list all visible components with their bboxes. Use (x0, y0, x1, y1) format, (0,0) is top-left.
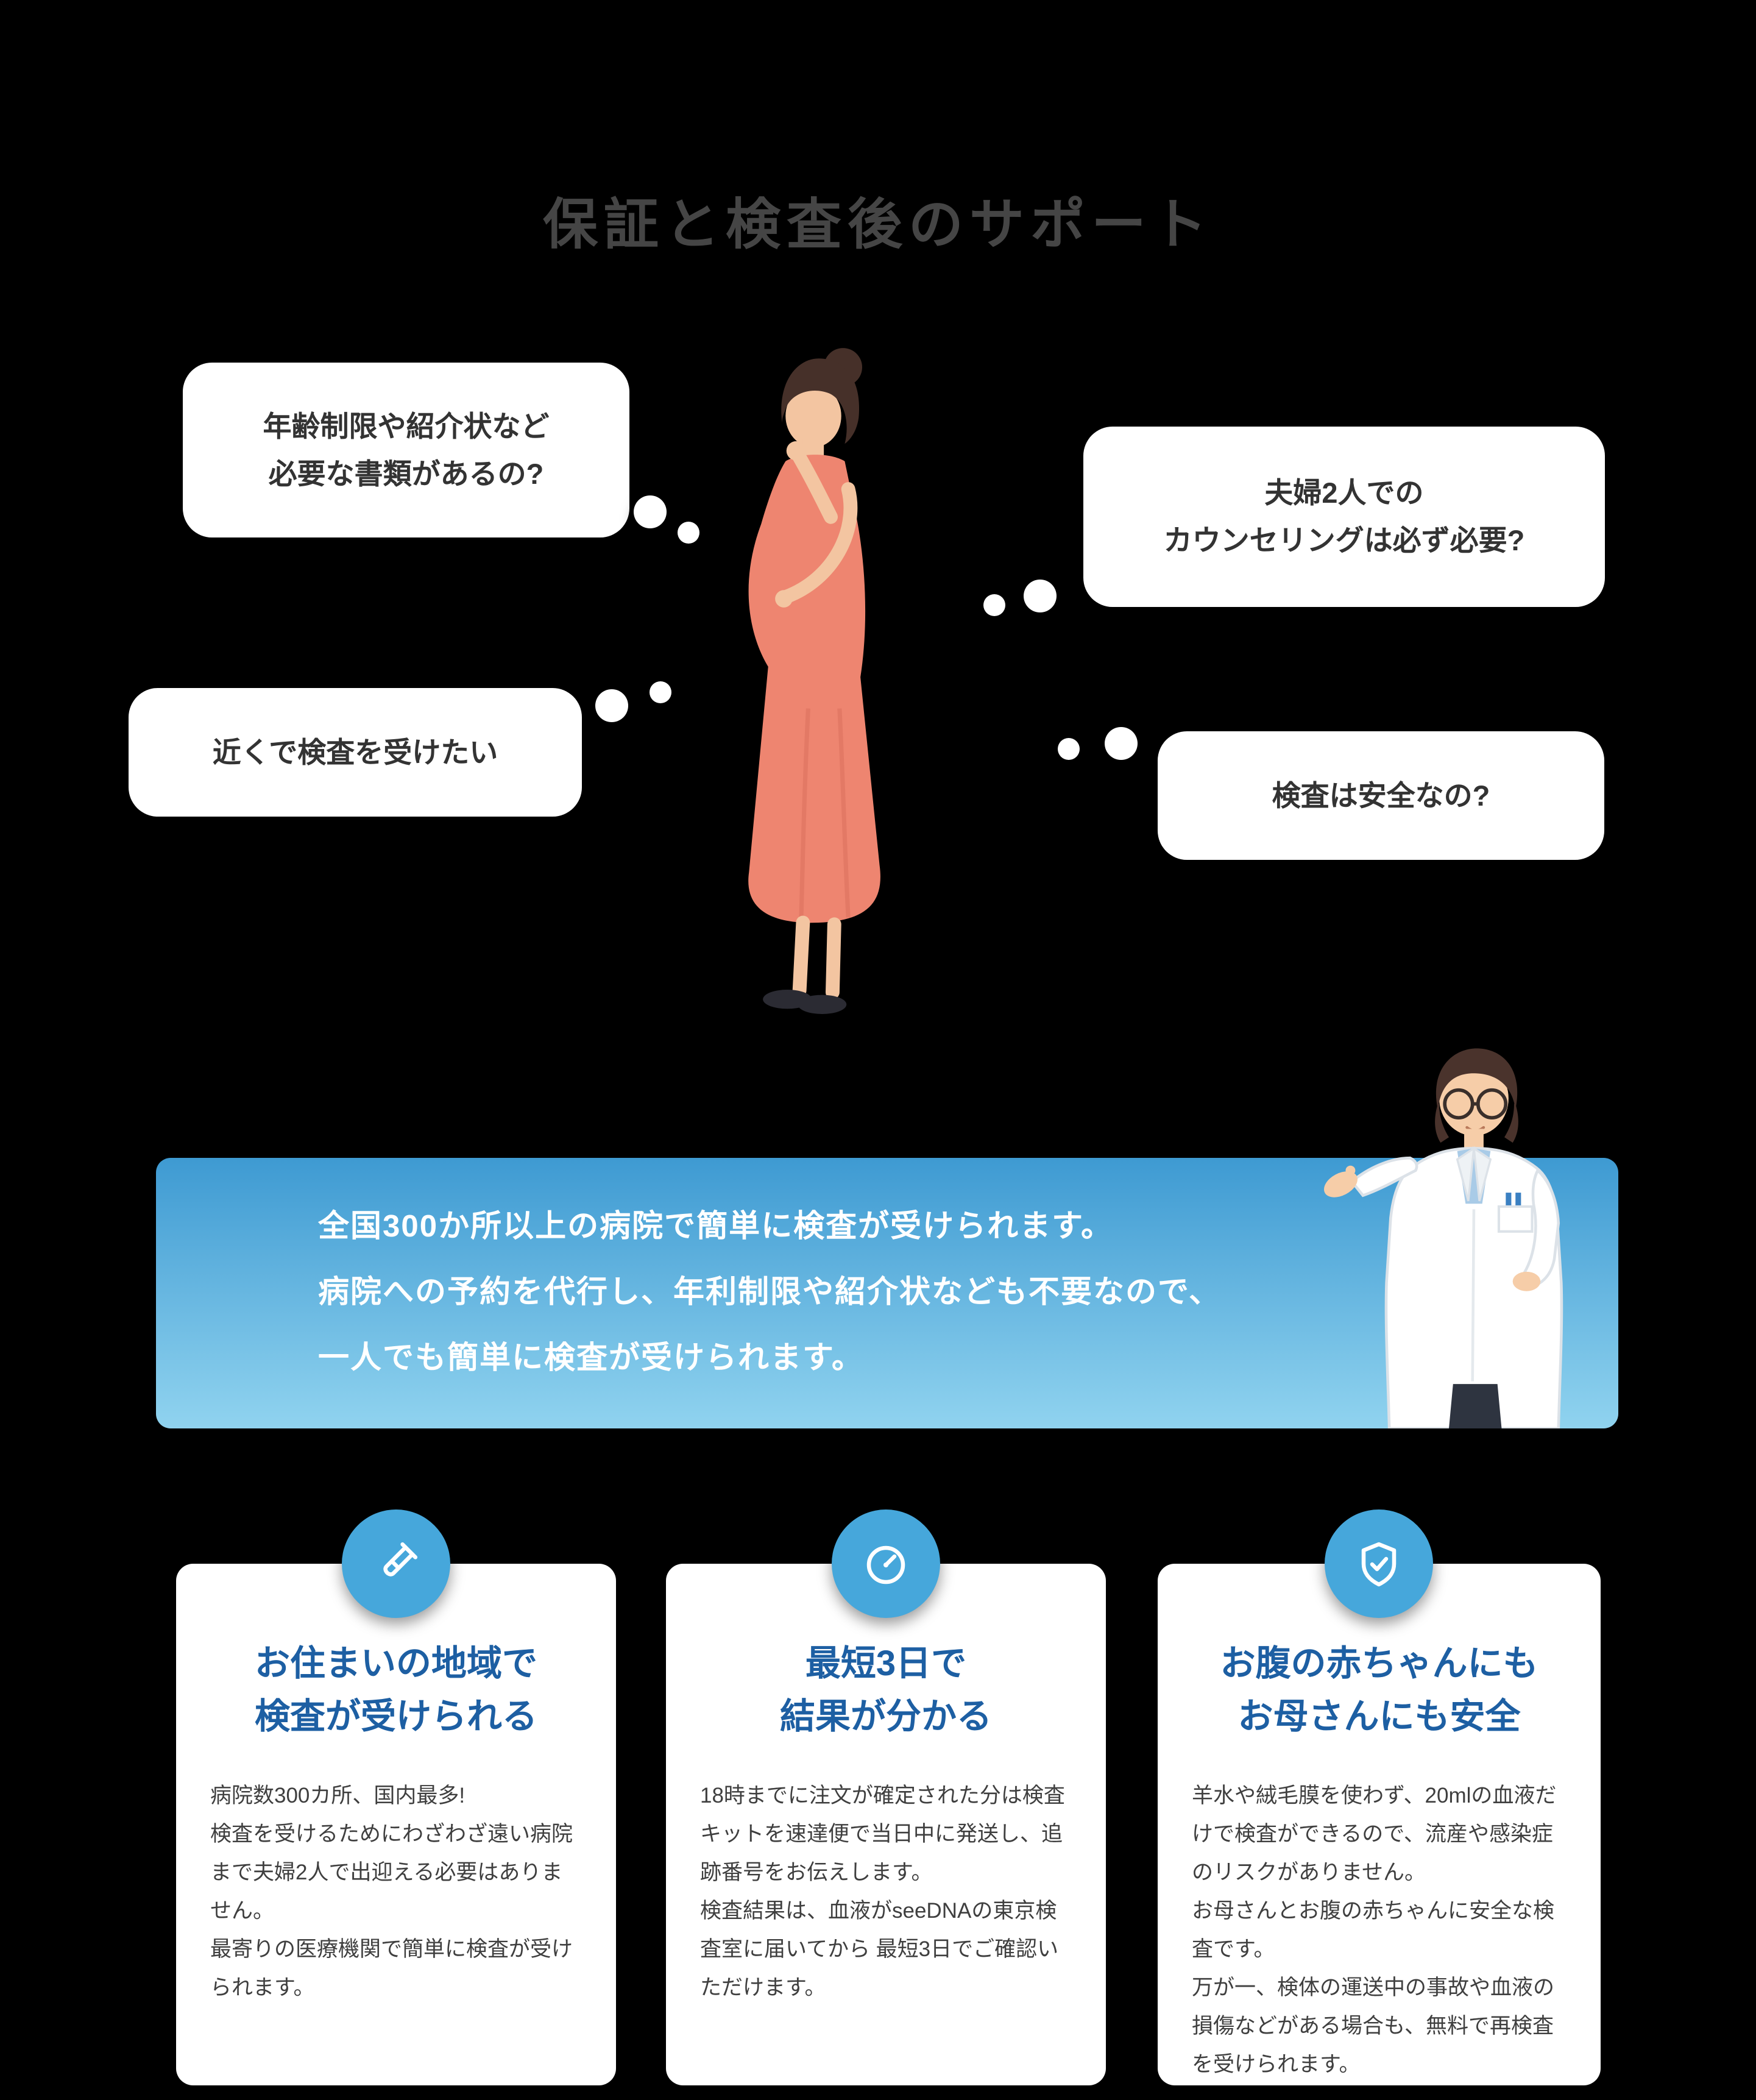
feature-card-title: お腹の赤ちゃんにも お母さんにも安全 (1220, 1644, 1538, 1736)
thought-bubble-counseling-text: 夫婦2人での カウンセリングは必ず必要? (1163, 477, 1525, 556)
feature-card-title: お住まいの地域で 検査が受けられる (254, 1644, 537, 1736)
info-box-line: 病院への予約を代行し、年利制限や紹介状なども不要なので、 (318, 1274, 1221, 1310)
thought-bubble-safety-text: 検査は安全なの? (1272, 779, 1490, 812)
thought-trail-dot (1024, 580, 1057, 612)
thought-trail-dot (650, 681, 671, 703)
feature-card-title: 最短3日で 結果が分かる (779, 1644, 992, 1736)
test-tube-icon (342, 1509, 450, 1618)
info-box: 全国300か所以上の病院で簡単に検査が受けられます。 病院への予約を代行し、年利… (156, 1158, 1618, 1428)
feature-card-local-testing: お住まいの地域で 検査が受けられる 病院数300カ所、国内最多! 検査を受けるた… (176, 1564, 616, 2085)
section-title: 保証と検査後のサポート (543, 194, 1213, 255)
feature-card-body: 羊水や絨毛膜を使わず、20mlの血液だけで検査ができるので、流産や感染症のリスク… (1192, 1784, 1557, 2076)
feature-card-safety: お腹の赤ちゃんにも お母さんにも安全 羊水や絨毛膜を使わず、20mlの血液だけで… (1158, 1564, 1601, 2085)
thought-bubble-documents-text: 年齢制限や紹介状など 必要な書類があるの? (263, 410, 550, 490)
info-box-line: 一人でも簡単に検査が受けられます。 (318, 1340, 864, 1375)
thought-bubble-safety: 検査は安全なの? (1158, 731, 1604, 860)
thought-trail-dot (983, 594, 1005, 616)
thought-bubble-documents: 年齢制限や紹介状など 必要な書類があるの? (183, 363, 629, 537)
feature-card-fast-results: 最短3日で 結果が分かる 18時までに注文が確定された分は検査キットを速達便で当… (666, 1564, 1106, 2085)
feature-card-body: 18時までに注文が確定された分は検査キットを速達便で当日中に発送し、追跡番号をお… (700, 1784, 1065, 1999)
thought-bubble-counseling: 夫婦2人での カウンセリングは必ず必要? (1083, 427, 1605, 607)
info-box-line: 全国300か所以上の病院で簡単に検査が受けられます。 (318, 1208, 1113, 1243)
doctor-illustration (1323, 1048, 1563, 1428)
feature-card-body: 病院数300カ所、国内最多! 検査を受けるためにわざわざ遠い病院まで夫婦2人で出… (210, 1784, 573, 1999)
thought-bubble-nearby: 近くで検査を受けたい (129, 688, 582, 817)
info-box-text: 全国300か所以上の病院で簡単に検査が受けられます。 病院への予約を代行し、年利… (318, 1193, 1221, 1391)
thought-trail-dot (1058, 738, 1080, 760)
shield-check-icon (1325, 1509, 1433, 1618)
thought-trail-dot (595, 689, 628, 722)
thought-bubble-nearby-text: 近くで検査を受けたい (212, 736, 498, 768)
thought-trail-dot (1105, 727, 1138, 760)
gauge-icon (832, 1509, 940, 1618)
thought-trail-dot (634, 495, 667, 528)
pregnant-woman-illustration (748, 348, 880, 1014)
thought-trail-dot (678, 522, 699, 544)
